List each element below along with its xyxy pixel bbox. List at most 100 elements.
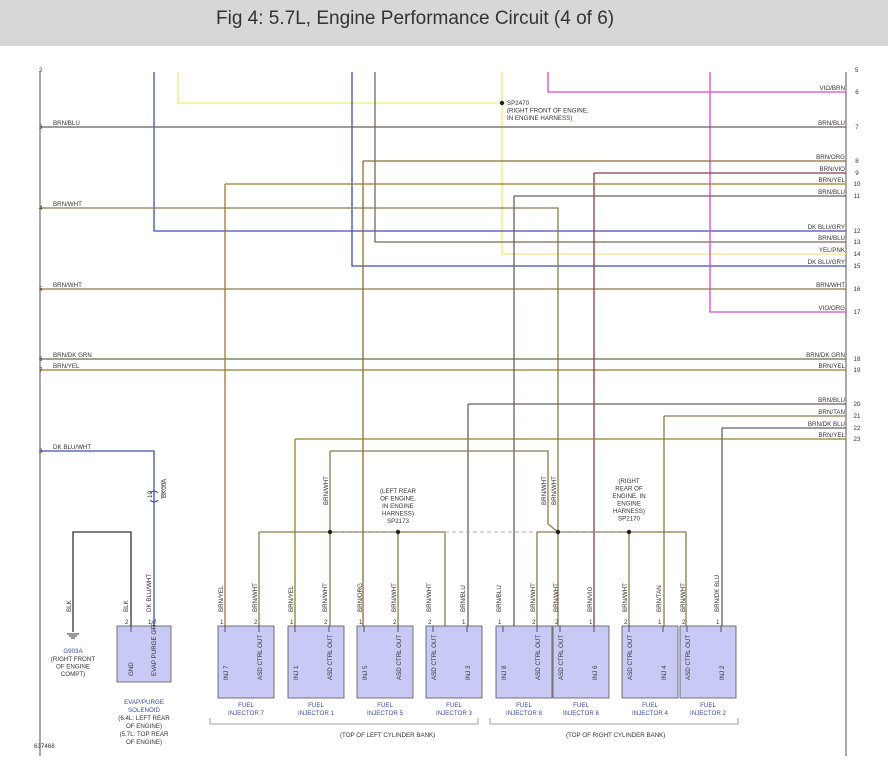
inj8-pin-number: 2 bbox=[532, 619, 536, 626]
splice-dot-sp2470 bbox=[499, 100, 505, 106]
splice-sp2170-label: SP2170 bbox=[618, 516, 641, 523]
wire-blk-ground bbox=[72, 531, 132, 632]
inj8-pin-name: ASD CTRL OUT bbox=[535, 635, 542, 680]
splice-sp2470-label: IN ENGINE HARNESS) bbox=[507, 115, 572, 122]
right-wire-number: 10 bbox=[854, 181, 861, 188]
inj4-pin-name: INJ 4 bbox=[661, 665, 668, 680]
inj7-pin-number: 1 bbox=[220, 619, 224, 626]
inj3-pin-name: INJ 3 bbox=[465, 665, 472, 680]
wires bbox=[40, 72, 846, 632]
evap-wire-label: DK BLU/WHT bbox=[146, 574, 153, 612]
left-frame-number-2: 2 bbox=[39, 67, 43, 74]
inj6-pin-number: 1 bbox=[589, 619, 593, 626]
splice-sp2170-label: REAR OF bbox=[615, 486, 643, 493]
evap-pin-number: 1 bbox=[148, 619, 152, 626]
inj7-wire-label: BRN/YEL bbox=[218, 585, 225, 612]
inj1-pin-name: INJ 1 bbox=[293, 665, 300, 680]
left-wire-color-label: BRN/BLU bbox=[53, 120, 80, 127]
splice-dots bbox=[327, 100, 632, 535]
splice-drop-wire-label: BRN/WHT bbox=[541, 476, 548, 505]
right-wire-color-label: BRN/YEL bbox=[819, 363, 846, 370]
wire-dk-blu-wht-8 bbox=[40, 450, 155, 626]
right-wire-number: 11 bbox=[854, 193, 861, 200]
right-wire-number: 23 bbox=[854, 436, 861, 443]
inj8-body bbox=[495, 625, 553, 699]
inj3-wire-label: BRN/BLU bbox=[460, 585, 467, 612]
inj8-pin-name: INJ 8 bbox=[501, 665, 508, 680]
inj2-pin-number: 2 bbox=[682, 619, 686, 626]
inj4-pin-number: 2 bbox=[624, 619, 628, 626]
right-bank-label: (TOP OF RIGHT CYLINDER BANK) bbox=[566, 732, 665, 739]
wire-brn-dk-blu-22 bbox=[721, 427, 846, 626]
inj4-name: FUEL bbox=[642, 702, 658, 709]
wire-dk-blu-15 bbox=[351, 72, 846, 267]
inj6-pin-number: 2 bbox=[555, 619, 559, 626]
right-wire-color-label: BRN/BLU bbox=[818, 189, 845, 196]
inj4-wire-label: BRN/WHT bbox=[622, 583, 629, 612]
splice-sp2173-label: (LEFT REAR bbox=[380, 488, 417, 495]
splice-sp2170-label: ENGINE, IN bbox=[612, 493, 645, 500]
right-wire-number: 9 bbox=[855, 170, 859, 177]
inj1-pin-name: ASD CTRL OUT bbox=[327, 635, 334, 680]
right-wire-number: 19 bbox=[854, 367, 861, 374]
inj7-name: INJECTOR 7 bbox=[228, 710, 265, 717]
right-bank-bracket bbox=[489, 718, 739, 725]
inj8-wire-label: BRN/WHT bbox=[530, 583, 537, 612]
inj1-name: FUEL bbox=[308, 702, 324, 709]
ground-wire-label: BLK bbox=[66, 599, 73, 612]
figure-id: 637468 bbox=[34, 743, 55, 750]
inj2-wire-label: BRN/WHT bbox=[680, 583, 687, 612]
splice-sp2173-label: HARNESS) bbox=[382, 511, 414, 518]
bank-brackets bbox=[209, 718, 739, 725]
right-wire-color-label: BRN/WHT bbox=[816, 282, 845, 289]
inj8-name: FUEL bbox=[516, 702, 532, 709]
splice-drop-wire-label: BRN/WHT bbox=[551, 476, 558, 505]
wire-sp2170-bus bbox=[536, 531, 687, 626]
evap-label: (5.7L: TOP REAR bbox=[120, 731, 169, 738]
right-wire-number: 7 bbox=[855, 124, 859, 131]
evap-label: EVAP/PURGE bbox=[124, 699, 164, 706]
inj7-name: FUEL bbox=[238, 702, 254, 709]
right-wire-color-label: BRN/TAN bbox=[818, 409, 845, 416]
right-wire-number: 16 bbox=[854, 286, 861, 293]
left-wire-number: 3 bbox=[39, 124, 43, 131]
evap-wire-label: BLK bbox=[123, 599, 130, 612]
splice-sp2470-label: (RIGHT FRONT OF ENGINE, bbox=[507, 108, 589, 115]
right-wire-number: 8 bbox=[855, 158, 859, 165]
wire-brn-tan-21 bbox=[663, 415, 846, 626]
evap-body bbox=[116, 625, 172, 683]
right-wire-number: 13 bbox=[854, 239, 861, 246]
right-wire-number: 15 bbox=[854, 263, 861, 270]
inj4-name: INJECTOR 4 bbox=[632, 710, 669, 717]
inj6-name: INJECTOR 6 bbox=[563, 710, 600, 717]
right-wire-number: 18 bbox=[854, 356, 861, 363]
splice-dot-sp2170-a bbox=[555, 529, 561, 535]
splice-sp2173-label: SP2173 bbox=[387, 518, 410, 525]
wire-brn-org-8 bbox=[362, 160, 846, 626]
ground-description: OF ENGINE bbox=[56, 664, 90, 671]
wire-vio-brn bbox=[547, 72, 846, 93]
diagram-frame bbox=[39, 72, 847, 756]
evap-pin-number: 2 bbox=[125, 619, 129, 626]
splice-sp2170-label: ENGINE bbox=[617, 501, 641, 508]
inj3-wire-label: BRN/WHT bbox=[426, 583, 433, 612]
inj5-wire-label: BRN/WHT bbox=[391, 583, 398, 612]
inj1-pin-number: 2 bbox=[324, 619, 328, 626]
left-wire-number: 8 bbox=[39, 448, 43, 455]
right-wire-color-label: VIO/BRN bbox=[820, 85, 845, 92]
splice-sp2170-label: HARNESS) bbox=[613, 508, 645, 515]
left-wire-color-label: DK BLU/WHT bbox=[53, 444, 91, 451]
inj5-name: INJECTOR 5 bbox=[367, 710, 404, 717]
inj3-name: FUEL bbox=[446, 702, 462, 709]
left-wire-color-label: BRN/WHT bbox=[53, 282, 82, 289]
inj4-pin-name: ASD CTRL OUT bbox=[627, 635, 634, 680]
right-wire-number: 20 bbox=[854, 401, 861, 408]
wiring-diagram: 2 5 bbox=[34, 67, 861, 756]
left-wire-color-label: BRN/DK GRN bbox=[53, 352, 92, 359]
wire-brn-13 bbox=[374, 72, 846, 243]
evap-connector-number: 10 bbox=[147, 491, 154, 498]
ground-description: (RIGHT FRONT bbox=[51, 656, 95, 663]
